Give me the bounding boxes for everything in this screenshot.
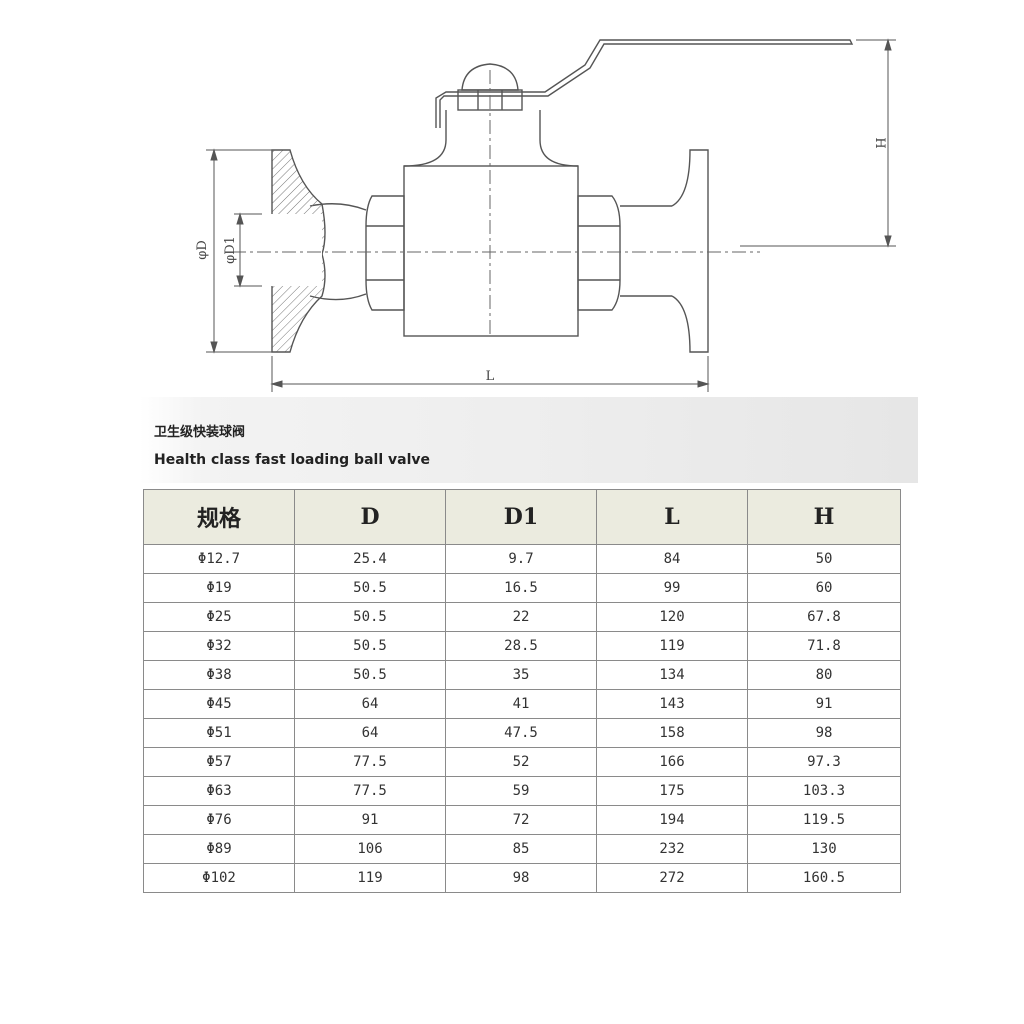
cell-d: 50.5 (294, 631, 446, 661)
cell-h: 160.5 (747, 863, 901, 893)
cell-h: 103.3 (747, 776, 901, 806)
cell-l: 143 (596, 689, 748, 719)
cell-d1: 22 (445, 602, 597, 632)
cell-l: 119 (596, 631, 748, 661)
valve-drawing: H L φD φD1 (195, 38, 896, 392)
cell-spec: Φ25 (143, 602, 295, 632)
dim-d-label: φD (195, 240, 210, 260)
cell-d: 50.5 (294, 660, 446, 690)
cell-d1: 9.7 (445, 544, 597, 574)
cell-spec: Φ89 (143, 834, 295, 864)
cell-h: 97.3 (747, 747, 901, 777)
left-hex-union (365, 195, 405, 311)
cell-spec: Φ45 (143, 689, 295, 719)
cell-d: 77.5 (294, 776, 446, 806)
cell-h: 119.5 (747, 805, 901, 835)
cell-spec: Φ102 (143, 863, 295, 893)
cell-h: 130 (747, 834, 901, 864)
cell-spec: Φ51 (143, 718, 295, 748)
table-header-row: 规格 D D1 L H (143, 489, 901, 545)
cell-h: 50 (747, 544, 901, 574)
cell-d1: 28.5 (445, 631, 597, 661)
cell-l: 232 (596, 834, 748, 864)
dim-h-label: H (872, 137, 887, 148)
cell-d: 106 (294, 834, 446, 864)
header-d: D (294, 489, 446, 545)
cell-h: 80 (747, 660, 901, 690)
cell-l: 134 (596, 660, 748, 690)
cell-d1: 85 (445, 834, 597, 864)
header-spec: 规格 (143, 489, 295, 545)
right-ferrule (671, 149, 709, 353)
cell-d: 25.4 (294, 544, 446, 574)
cell-spec: Φ32 (143, 631, 295, 661)
cell-d: 91 (294, 805, 446, 835)
cell-d1: 41 (445, 689, 597, 719)
cell-d: 77.5 (294, 747, 446, 777)
cell-h: 67.8 (747, 602, 901, 632)
cell-d1: 52 (445, 747, 597, 777)
cell-l: 175 (596, 776, 748, 806)
cell-h: 60 (747, 573, 901, 603)
cell-d: 50.5 (294, 602, 446, 632)
cell-l: 194 (596, 805, 748, 835)
cell-l: 158 (596, 718, 748, 748)
cell-l: 99 (596, 573, 748, 603)
dim-l-label: L (486, 369, 495, 384)
cell-l: 166 (596, 747, 748, 777)
cell-spec: Φ38 (143, 660, 295, 690)
cell-l: 272 (596, 863, 748, 893)
cell-spec: Φ63 (143, 776, 295, 806)
cell-h: 98 (747, 718, 901, 748)
cell-d1: 35 (445, 660, 597, 690)
cell-spec: Φ19 (143, 573, 295, 603)
cell-h: 91 (747, 689, 901, 719)
stem-neck (403, 110, 579, 167)
title-chinese: 卫生级快装球阀 (154, 425, 246, 440)
cell-d1: 16.5 (445, 573, 597, 603)
cell-d1: 47.5 (445, 718, 597, 748)
cell-d: 119 (294, 863, 446, 893)
cell-l: 84 (596, 544, 748, 574)
cell-spec: Φ12.7 (143, 544, 295, 574)
cell-d1: 98 (445, 863, 597, 893)
cell-d: 50.5 (294, 573, 446, 603)
cell-spec: Φ76 (143, 805, 295, 835)
header-h: H (747, 489, 901, 545)
cell-d: 64 (294, 689, 446, 719)
cell-d1: 59 (445, 776, 597, 806)
right-hex-union (577, 195, 621, 311)
header-d1: D1 (445, 489, 597, 545)
cell-h: 71.8 (747, 631, 901, 661)
title-english: Health class fast loading ball valve (154, 452, 430, 468)
cell-d: 64 (294, 718, 446, 748)
valve-body (403, 165, 579, 337)
cell-l: 120 (596, 602, 748, 632)
cell-d1: 72 (445, 805, 597, 835)
header-l: L (596, 489, 748, 545)
lever-handle (435, 39, 854, 128)
dim-d1-label: φD1 (223, 236, 238, 264)
title-banner: 卫生级快装球阀 Health class fast loading ball v… (140, 397, 918, 483)
bonnet-nut (461, 63, 519, 91)
cell-spec: Φ57 (143, 747, 295, 777)
